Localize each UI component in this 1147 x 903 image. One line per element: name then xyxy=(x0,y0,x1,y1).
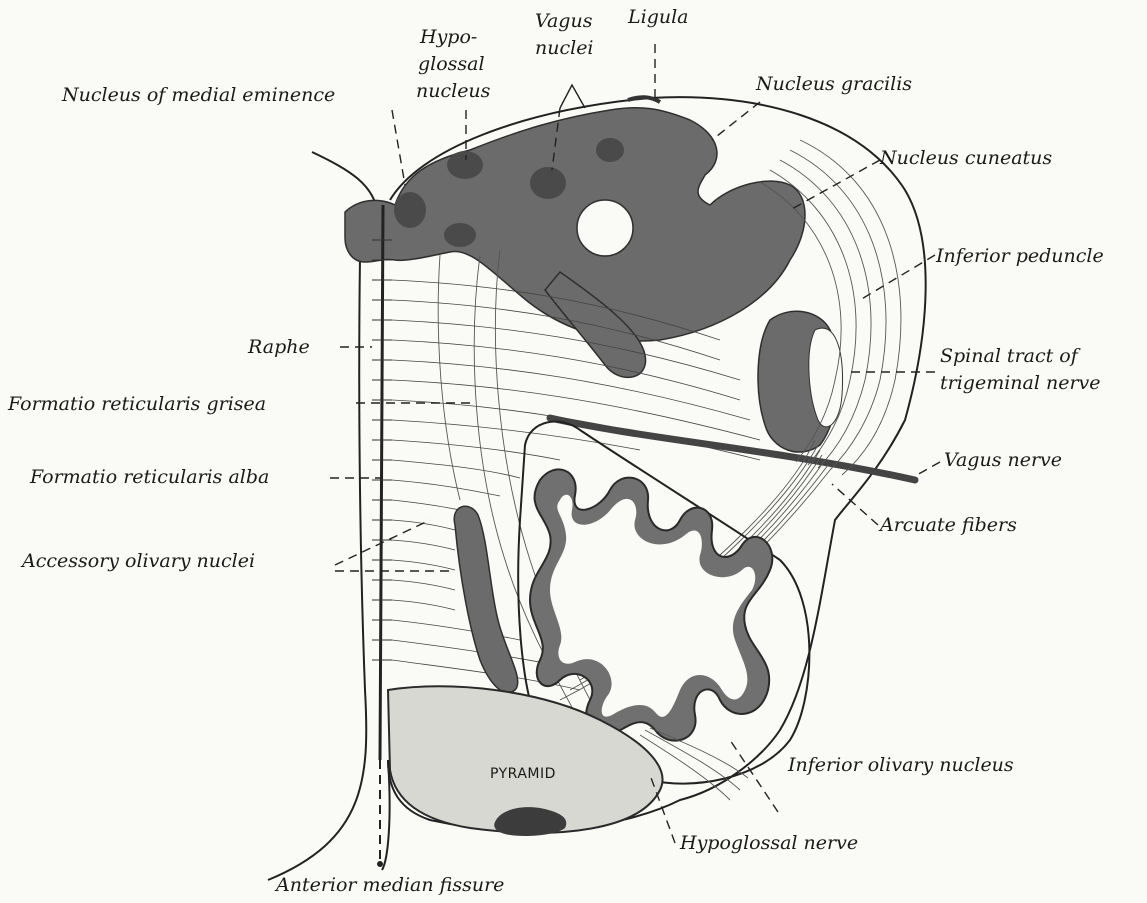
label-spinal-1: Spinal tract of xyxy=(940,345,1081,367)
label-olivary: Inferior olivary nucleus xyxy=(787,754,1014,776)
leader-vagus xyxy=(560,85,585,108)
label-hypoglossal-3: nucleus xyxy=(416,80,491,102)
leader-medial-eminence xyxy=(392,110,405,185)
label-hypoglossal-1: Hypo- xyxy=(419,26,477,48)
central-canal xyxy=(577,200,633,256)
label-vagus-1: Vagus xyxy=(535,10,593,32)
vagus-nerve-fiber xyxy=(550,418,915,480)
label-accessory: Accessory olivary nuclei xyxy=(20,550,255,572)
leader-gracilis xyxy=(712,102,760,140)
label-gracilis: Nucleus gracilis xyxy=(755,73,912,95)
label-cuneatus: Nucleus cuneatus xyxy=(879,147,1052,169)
hypoglossal-nucleus-blob-2 xyxy=(444,223,476,247)
fissure-dot xyxy=(377,861,383,867)
label-vagus-nerve: Vagus nerve xyxy=(944,449,1062,471)
accessory-olivary-nucleus xyxy=(454,506,518,692)
leader-arcuate xyxy=(832,484,878,525)
raphe-line xyxy=(380,205,383,760)
vagus-nucleus-blob-2 xyxy=(596,138,624,162)
label-anterior-fissure: Anterior median fissure xyxy=(274,874,504,896)
vagus-nucleus-blob-1 xyxy=(530,167,566,199)
label-ligula: Ligula xyxy=(627,6,689,28)
label-raphe: Raphe xyxy=(247,336,310,358)
leader-vagus-nerve xyxy=(915,462,940,476)
label-peduncle: Inferior peduncle xyxy=(935,245,1104,267)
label-arcuate: Arcuate fibers xyxy=(878,514,1017,536)
label-medial-eminence: Nucleus of medial eminence xyxy=(61,84,335,106)
fissure-right-edge xyxy=(382,760,390,870)
hypoglossal-nucleus-blob xyxy=(447,151,483,179)
label-vagus-2: nuclei xyxy=(535,37,594,59)
label-pyramid: PYRAMID xyxy=(490,766,556,782)
label-alba: Formatio reticularis alba xyxy=(29,466,269,488)
medial-eminence-blob xyxy=(394,192,426,228)
label-hypoglossal-2: glossal xyxy=(418,53,485,75)
label-spinal-2: trigeminal nerve xyxy=(940,372,1101,394)
label-grisea: Formatio reticularis grisea xyxy=(7,393,266,415)
label-hypoglossal-nerve: Hypoglossal nerve xyxy=(679,832,858,854)
